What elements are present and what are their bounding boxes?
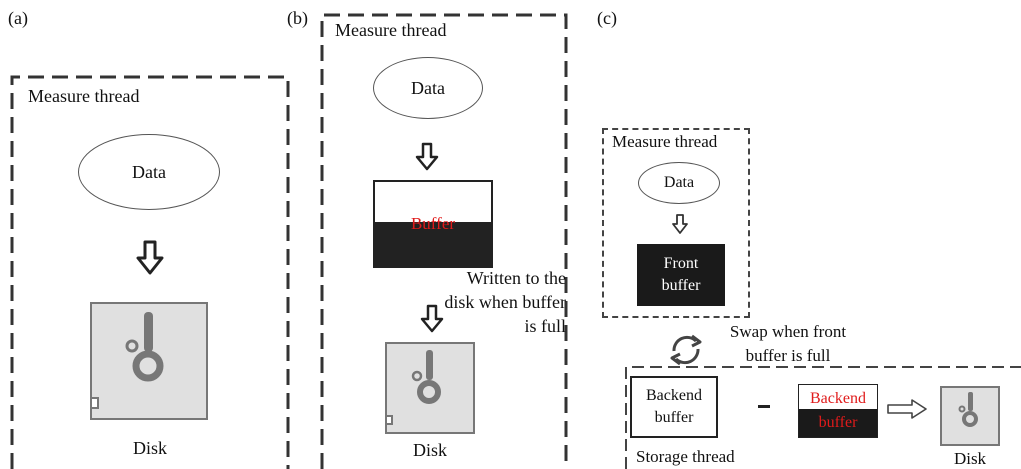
panel-b-floppy-disk-icon: [385, 342, 475, 434]
down-arrow-icon: [136, 240, 164, 275]
floppy-disk-glyph: [387, 350, 441, 425]
down-arrow-icon: [415, 142, 439, 171]
panel-c-front-buffer: Front buffer: [637, 244, 725, 306]
panel-a-floppy-disk-icon: [90, 302, 208, 420]
down-arrow-icon: [420, 304, 444, 333]
panel-c-backend-buffer-full: Backend buffer: [798, 384, 878, 438]
panel-c-swap-note: Swap when front buffer is full: [729, 322, 847, 365]
panel-c-measure-thread-box: [602, 128, 750, 318]
panel-c-data-ellipse: Data: [638, 162, 720, 204]
panel-a-data-label: Data: [132, 161, 166, 182]
panel-c-dash-separator: [758, 405, 770, 408]
panel-c-backend-buffer-fill: [799, 409, 877, 437]
panel-b-dashed-border: [320, 13, 568, 469]
panel-b-label: (b): [287, 8, 308, 28]
panel-c-front-buffer-label: Front buffer: [661, 255, 701, 294]
panel-c-thread-title: Measure thread: [612, 132, 718, 151]
panel-c-label: (c): [597, 8, 617, 28]
panel-c-storage-thread-box: [624, 365, 1021, 469]
right-arrow-icon: [887, 399, 927, 419]
panel-c-backend-buffer-empty-label: Backend buffer: [646, 387, 702, 426]
floppy-disk-glyph: [958, 392, 978, 427]
panel-b-buffer-fill: [375, 222, 491, 266]
panel-a-thread-title: Measure thread: [28, 86, 140, 106]
panel-b-thread-title: Measure thread: [335, 20, 447, 40]
panel-c-storage-dashed-border: [625, 366, 1021, 469]
panel-b-disk-label: Disk: [412, 440, 447, 460]
panel-b-flush-note: Written to the disk when buffer is full: [444, 268, 566, 336]
panel-a-dashed-border: [10, 75, 290, 469]
floppy-disk-glyph: [92, 312, 164, 409]
swap-arrows-icon: [670, 334, 702, 366]
panel-b-data-label: Data: [411, 77, 445, 98]
panel-b-data-ellipse: Data: [373, 57, 483, 119]
panel-b-buffer-label: Buffer: [410, 214, 456, 233]
panel-a-label: (a): [8, 8, 28, 28]
panel-a-measure-thread-box: [10, 75, 290, 469]
panel-a-data-ellipse: Data: [78, 134, 220, 210]
panel-c-data-label: Data: [663, 174, 695, 191]
panel-c-backend-buffer-empty: Backend buffer: [630, 376, 718, 438]
panel-b-measure-thread-box: [320, 13, 568, 469]
panel-a-disk-label: Disk: [132, 438, 167, 458]
panel-c-floppy-disk-icon: [940, 386, 1000, 446]
panel-c-backend-buffer-full-label: Backend buffer: [810, 390, 866, 431]
panel-c-storage-thread-label: Storage thread: [636, 447, 735, 466]
panel-b-buffer-box: Buffer: [373, 180, 493, 268]
down-arrow-icon: [672, 214, 688, 234]
panel-c-disk-label: Disk: [953, 449, 987, 468]
